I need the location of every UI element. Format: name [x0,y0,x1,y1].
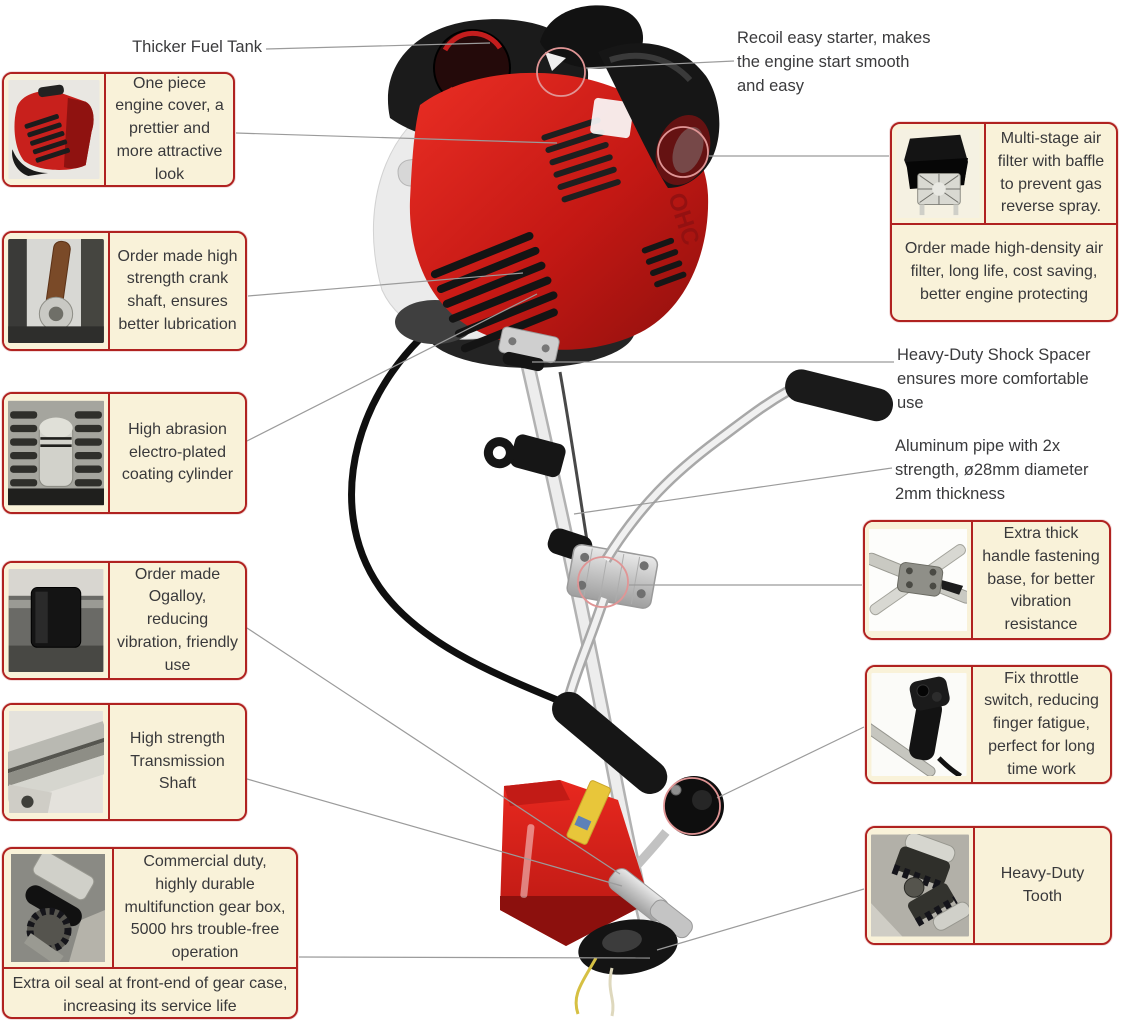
starter-notch [545,52,566,71]
shaft-hanger [483,434,566,478]
callout-handle-base: Extra thick handle fastening base, for b… [863,520,1111,640]
engine-assembly: OHC [373,5,720,372]
shock-spacer-mount [498,326,560,372]
air-filter-highlight [609,52,693,83]
fuel-tank-label: Thicker Fuel Tank [132,38,262,56]
gear-head [574,868,693,1017]
shock-spacer-label: Heavy-Duty Shock Spacer ensures more com… [897,346,1091,412]
ogalloy-damper-photo [4,563,110,678]
connector-engine-cover [235,132,558,144]
callout-ogalloy: Order made Ogalloy, reducing vibration, … [2,561,247,680]
recoil-starter-label: Recoil easy starter, makes the engine st… [737,29,931,95]
engine-red-cover [409,72,709,350]
circle-handle-base [577,556,629,608]
crank-shaft-photo [4,233,110,349]
callout-engine-cover: One piece engine cover, a prettier and m… [2,72,235,187]
upper-vent-slots [541,117,621,203]
circle-air-filter [657,126,709,178]
trimmer-line-yellow [574,957,598,1015]
callout-text: Fix throttle switch, reducing finger fat… [984,669,1099,778]
transmission-shaft-photo [4,705,110,819]
cover-window [655,115,711,185]
connector-fuel-tank [265,42,491,50]
callout-throttle-switch: Fix throttle switch, reducing finger fat… [865,665,1112,784]
throttle-cable [348,308,566,706]
callout-text: Heavy-Duty Tooth [1000,864,1085,905]
connector-lines [235,42,894,959]
callout-text: Order made high strength crank shaft, en… [117,247,238,333]
callout-text: High abrasion electro-plated coating cyl… [121,420,234,484]
throttle-grip [552,691,668,794]
air-filter-photo [892,124,986,223]
callout-gear-box-stack: Commercial duty, highly durable multifun… [2,847,298,1019]
callout-air-filter-stack: Multi-stage air filter with baffle to pr… [890,122,1118,322]
aluminum-pipe-label: Aluminum pipe with 2x strength, ø28mm di… [895,437,1089,503]
handlebar-tube [601,385,793,563]
callout-heavy-duty-tooth: Heavy-Duty Tooth [865,826,1112,945]
trimmer-line-white [608,967,615,1017]
bevel-gear-photo [867,828,975,943]
throttle-switch-photo [867,667,973,782]
side-vent-slots [641,237,687,288]
connector-crank-shaft [247,272,524,297]
callout-text: Multi-stage air filter with baffle to pr… [997,130,1105,216]
connector-throttle [716,726,865,799]
circle-throttle [663,777,721,835]
highlight-circles [536,47,721,835]
callout-text: High strength Transmission Shaft [129,729,226,793]
handle-base-photo [865,522,973,638]
connector-cylinder [246,293,538,442]
connector-recoil [585,60,735,69]
throttle-tube [564,596,610,696]
callout-transmission-shaft: High strength Transmission Shaft [2,703,247,821]
connector-ogalloy [246,627,621,875]
callout-text: Order made Ogalloy, reducing vibration, … [117,565,238,674]
callout-air-filter-bottom-text: Order made high-density air filter, long… [904,240,1104,303]
cover-window-sheen [672,126,704,174]
callout-cylinder: High abrasion electro-plated coating cyl… [2,392,247,514]
shaft-sticker [566,780,611,845]
engine-cover-photo [4,74,106,185]
piston-cylinder-photo [4,394,110,512]
callout-oil-seal-text: Extra oil seal at front-end of gear case… [12,975,288,1015]
connector-transmission [246,778,623,887]
handle-grip [785,369,894,422]
callout-text: One piece engine cover, a prettier and m… [115,74,224,183]
connector-gear-box [298,956,651,959]
engine-label [590,97,634,139]
trimmer-guard [500,780,650,946]
callout-crank-shaft: Order made high strength crank shaft, en… [2,231,247,351]
connector-tooth [656,888,865,951]
callout-text: Extra thick handle fastening base, for b… [982,525,1100,634]
connector-aluminum-pipe [573,467,893,515]
gear-box-photo [4,849,114,967]
callout-text: Commercial duty, highly durable multifun… [124,853,286,962]
circle-recoil-starter [536,47,586,97]
